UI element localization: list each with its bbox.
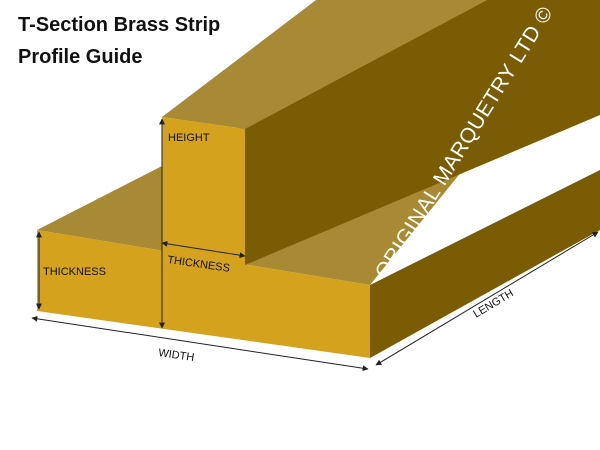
width-label: WIDTH	[158, 347, 195, 364]
thickness-stem-dimension-line	[161, 240, 246, 259]
stem-side-face	[245, 0, 600, 265]
height-label: HEIGHT	[168, 132, 210, 144]
stem-top-face	[162, 0, 488, 129]
title-line-1: T-Section Brass Strip	[18, 14, 221, 36]
title-line-2: Profile Guide	[18, 46, 143, 68]
stem-front-face	[162, 117, 245, 265]
thickness-left-label: THICKNESS	[43, 266, 106, 278]
length-dimension-line	[375, 231, 599, 366]
width-dimension-line	[31, 315, 369, 372]
